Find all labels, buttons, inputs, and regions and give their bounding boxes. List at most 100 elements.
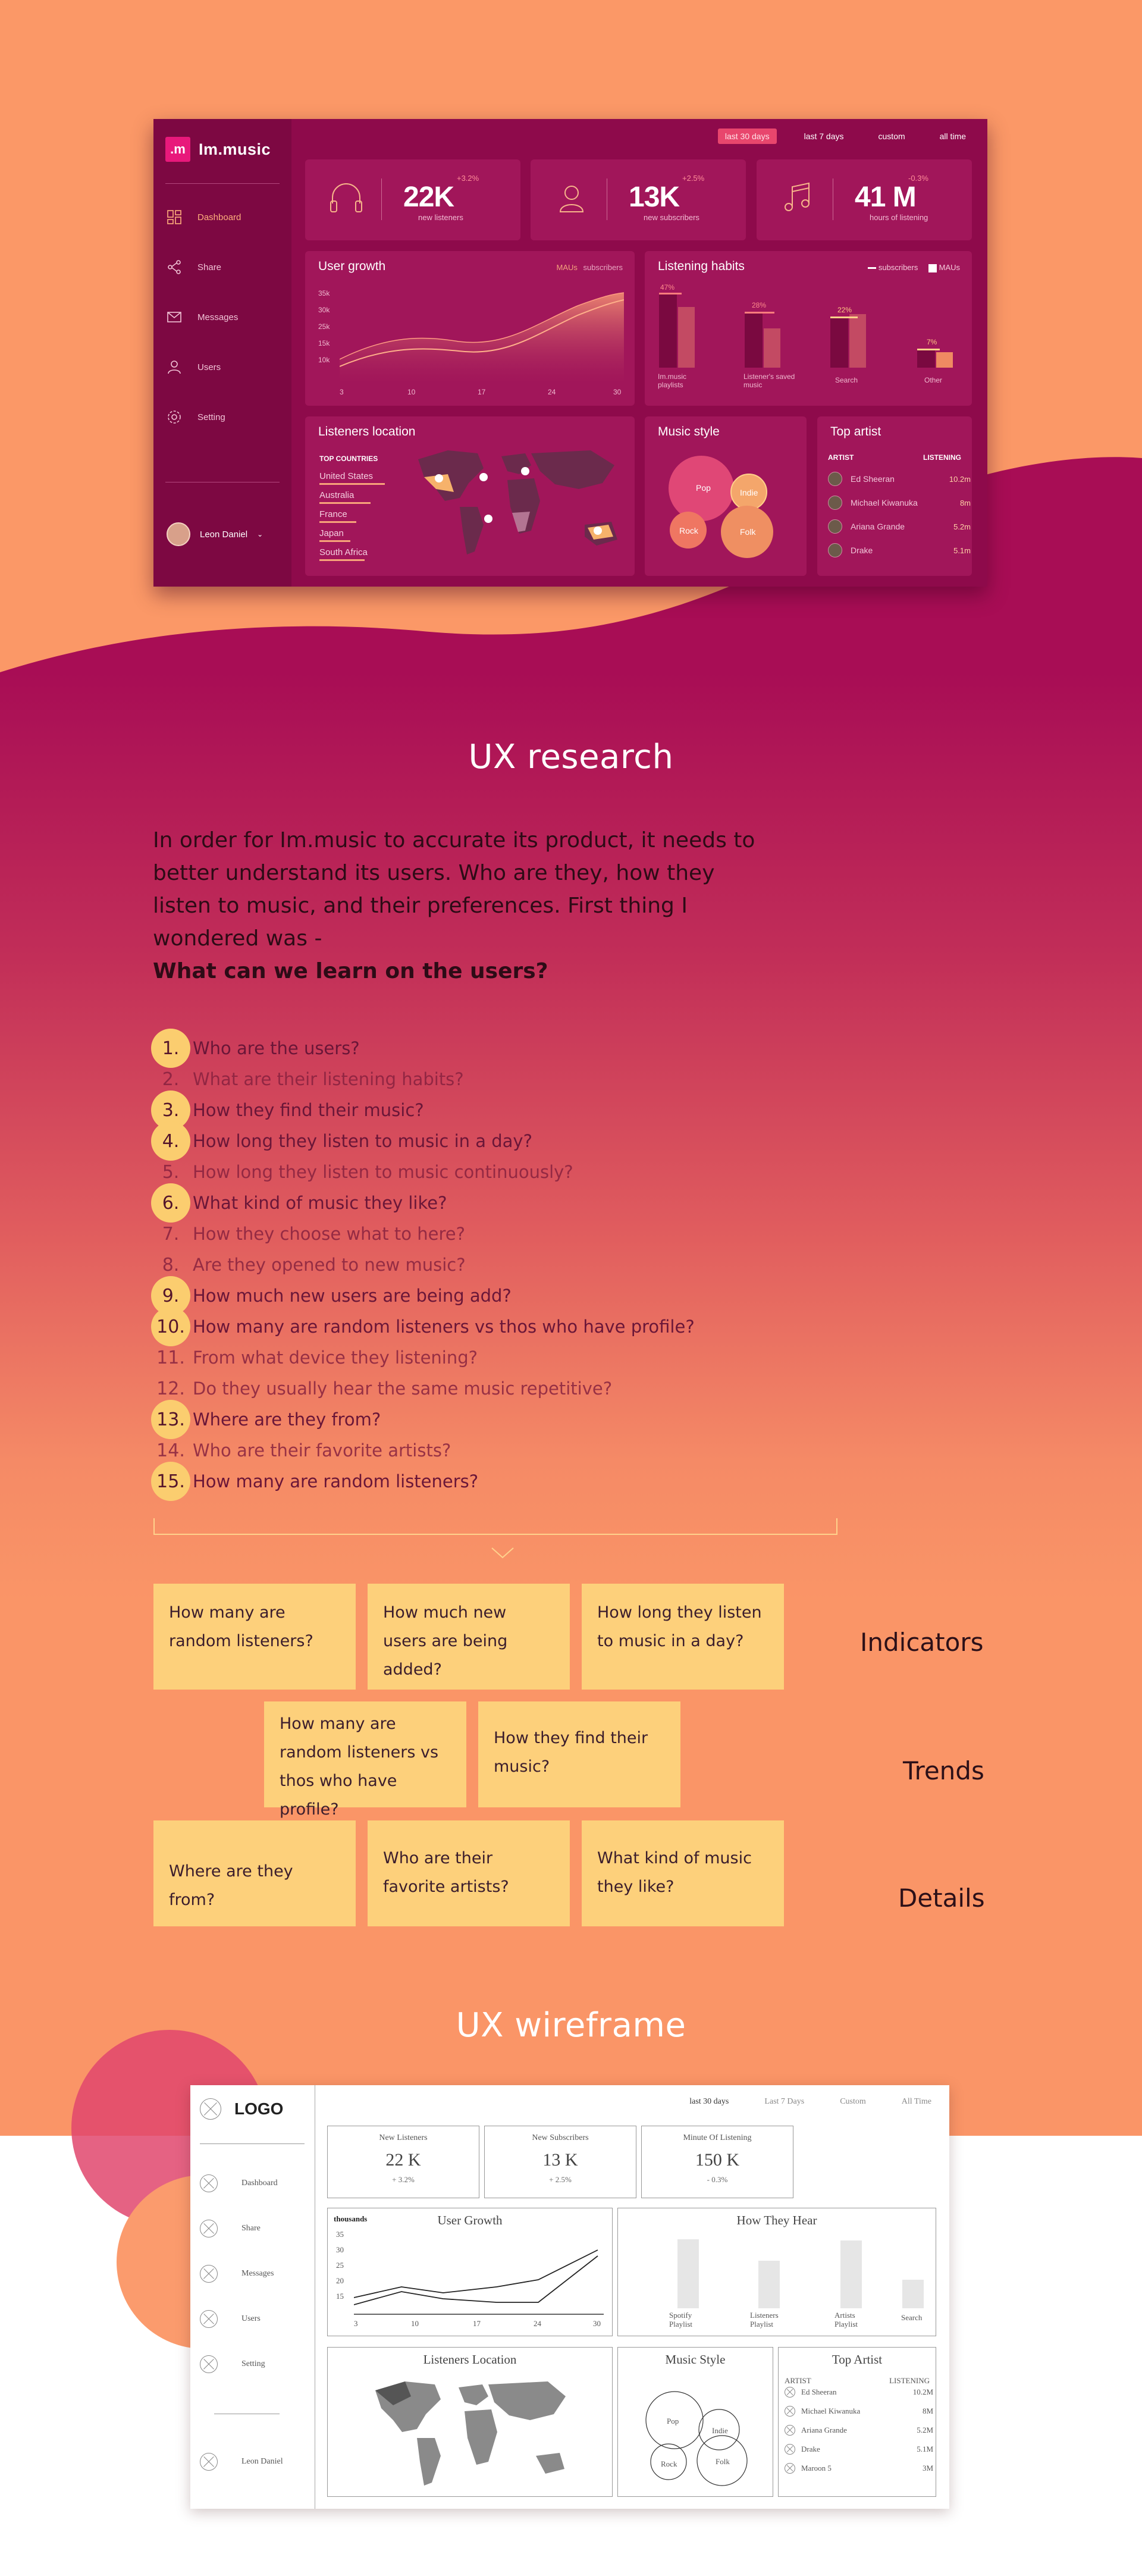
bubble-label: Indie — [740, 488, 758, 497]
tab-last-30-days[interactable]: last 30 days — [717, 129, 777, 144]
stat-change: +3.2% — [457, 174, 479, 183]
dashboard-mockup: .m Im.music Dashboard Share Messages Use… — [153, 119, 987, 587]
question-text: Where are they from? — [193, 1409, 381, 1430]
bubble-label: Rock — [661, 2459, 677, 2468]
bubble-label: Pop — [696, 483, 711, 493]
sticky-note: What kind of music they like? — [582, 1820, 784, 1926]
x-tick: 24 — [548, 388, 556, 396]
artist-value: 3M — [922, 2464, 933, 2472]
stat-card-subscribers: 13K +2.5% new subscribers — [531, 159, 746, 240]
sidebar-item-dashboard[interactable]: Dashboard — [167, 209, 241, 225]
artist-name: Ariana Grande — [801, 2425, 847, 2434]
tab-last-7-days[interactable]: last 7 days — [804, 131, 844, 141]
sidebar-item-share[interactable]: Share — [200, 2220, 261, 2237]
sidebar-item-share[interactable]: Share — [167, 259, 221, 275]
logo-placeholder-icon — [200, 2098, 221, 2120]
tab-all-time[interactable]: all time — [939, 131, 966, 141]
sidebar-item-dashboard[interactable]: Dashboard — [200, 2174, 278, 2192]
tab-custom[interactable]: Custom — [840, 2097, 866, 2106]
question-number: 8. — [162, 1254, 180, 1276]
legend-subscribers: subscribers — [878, 263, 918, 272]
sticky-note: How they find their music? — [478, 1701, 680, 1807]
question-number: 7. — [162, 1223, 180, 1245]
legend-swatch — [868, 267, 877, 269]
list-item[interactable]: Drake 5.1m — [828, 543, 971, 558]
bubble-indie — [730, 474, 767, 510]
stat-change: +2.5% — [682, 174, 705, 183]
stat-value: 150 K — [695, 2150, 740, 2170]
sidebar-item-messages[interactable]: Messages — [167, 309, 238, 325]
sidebar-item-label: Setting — [197, 412, 225, 422]
logo[interactable]: .m Im.music — [165, 137, 271, 162]
habit-bar — [764, 328, 780, 368]
question-text: What are their listening habits? — [193, 1069, 464, 1089]
sidebar-item-label: Dashboard — [241, 2179, 278, 2188]
question-number: 10. — [151, 1307, 190, 1346]
question-number: 5. — [162, 1161, 180, 1183]
x-tick: 3 — [354, 2319, 358, 2328]
bubble-folk — [721, 506, 773, 558]
column-header: ARTIST — [828, 453, 854, 462]
legend-maus: MAUs — [939, 263, 960, 272]
sticky-note: How many are random listeners vs thos wh… — [264, 1701, 466, 1819]
sidebar-item-label: Messages — [197, 312, 239, 322]
section-title-research: UX research — [468, 738, 674, 776]
country-bar — [319, 540, 350, 542]
bubble-label: Folk — [716, 2457, 730, 2466]
list-item[interactable]: Michael Kiwanuka 8m — [828, 495, 971, 510]
x-tick: 17 — [478, 388, 486, 396]
habit-marker — [659, 293, 682, 294]
y-tick: 20 — [336, 2276, 344, 2285]
hear-bar — [677, 2239, 699, 2308]
question-number: 13. — [151, 1400, 190, 1439]
sidebar-item-users[interactable]: Users — [200, 2310, 261, 2328]
tab-custom[interactable]: custom — [878, 131, 905, 141]
avatar-placeholder-icon — [785, 2387, 795, 2398]
hear-bar — [840, 2240, 862, 2308]
artist-value: 8M — [922, 2406, 933, 2415]
user-menu[interactable]: Leon Daniel — [200, 2453, 283, 2471]
sticky-note: Who are their favorite artists? — [368, 1820, 570, 1926]
sidebar-item-setting[interactable]: Setting — [167, 409, 225, 425]
chevron-down-icon: ⌄ — [257, 530, 263, 538]
logo[interactable]: LOGO — [200, 2098, 283, 2120]
list-item[interactable]: Ariana Grande 5.2m — [828, 519, 971, 534]
sidebar-item-label: Dashboard — [197, 212, 241, 222]
question-text: How they find their music? — [193, 1100, 424, 1120]
list-item[interactable]: Ed Sheeran 10.2m — [828, 471, 971, 487]
question-text: How they choose what to here? — [193, 1224, 465, 1244]
artist-value: 8m — [959, 498, 971, 507]
tab-last-30-days[interactable]: last 30 days — [689, 2097, 729, 2106]
question-number: 12. — [156, 1378, 185, 1399]
sticky-note: Where are they from? — [153, 1820, 356, 1926]
date-range-tabs: last 30 days Last 7 Days Custom All Time — [689, 2097, 931, 2107]
tab-last-7-days[interactable]: Last 7 Days — [764, 2097, 805, 2106]
user-menu[interactable]: Leon Daniel ⌄ — [167, 522, 263, 546]
question-item: 5.How long they listen to music continuo… — [152, 1157, 573, 1187]
placeholder-icon — [200, 2265, 218, 2283]
listeners-location-card: Listeners location TOP COUNTRIES United … — [305, 416, 635, 576]
question-item: 15.How many are random listeners? — [151, 1462, 478, 1501]
sidebar-item-users[interactable]: Users — [167, 359, 221, 375]
country-item: France — [319, 509, 347, 519]
sidebar-item-setting[interactable]: Setting — [200, 2355, 265, 2373]
hear-bar — [902, 2280, 924, 2308]
question-text: How much new users are being add? — [193, 1286, 512, 1306]
logo-text: Im.music — [199, 140, 271, 158]
y-tick: 15k — [318, 339, 330, 347]
habit-pct: 28% — [752, 301, 767, 309]
y-tick: 35k — [318, 289, 330, 297]
stat-value: 41 M — [855, 181, 917, 213]
date-range-tabs: last 30 days last 7 days custom all time — [717, 129, 973, 144]
question-text: How many are random listeners vs thos wh… — [193, 1317, 695, 1337]
y-tick: 35 — [336, 2230, 344, 2239]
tab-all-time[interactable]: All Time — [901, 2097, 931, 2106]
magenta-wave — [0, 457, 1142, 714]
sidebar-item-messages[interactable]: Messages — [200, 2265, 274, 2283]
section-title-wireframe: UX wireframe — [456, 2006, 686, 2045]
